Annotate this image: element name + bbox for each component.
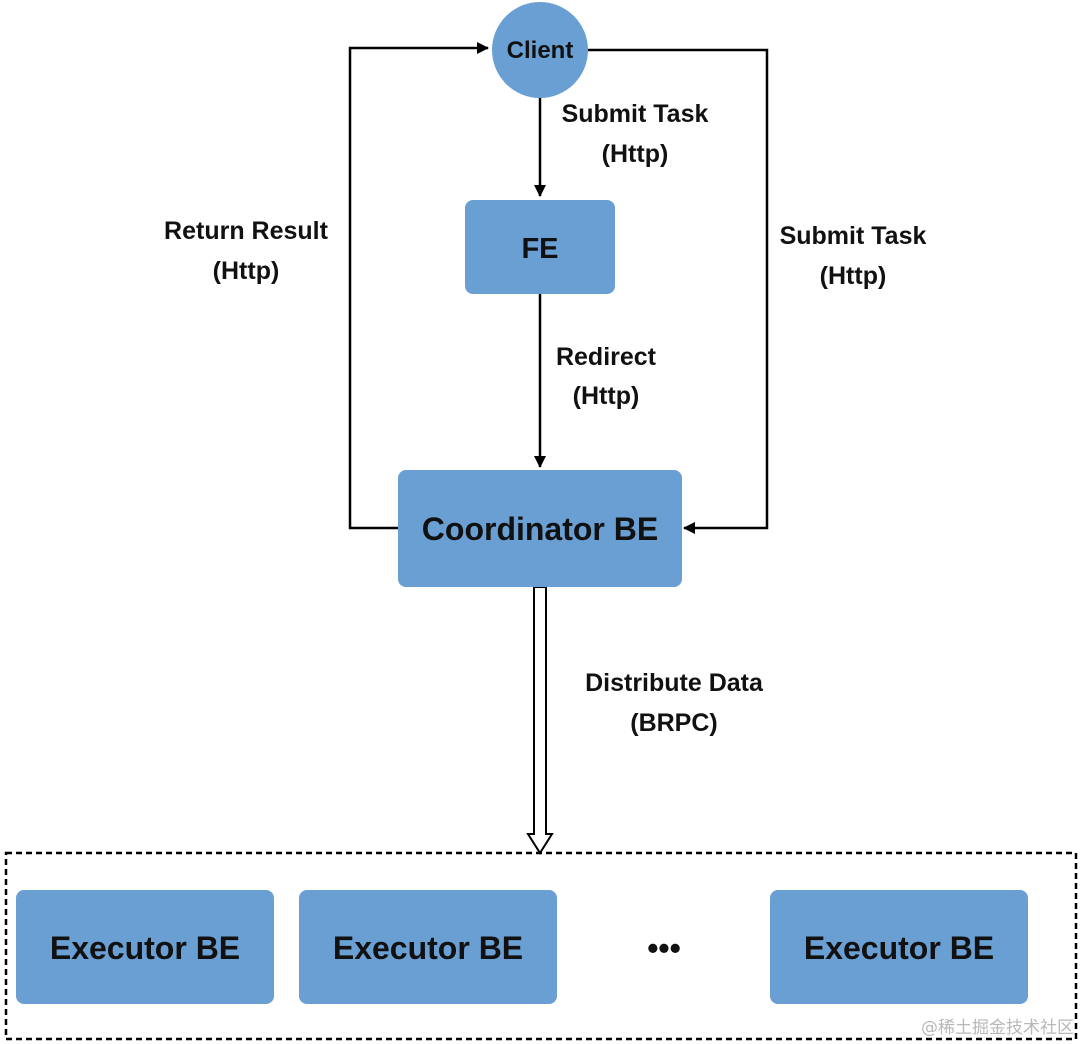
node-executor-1: Executor BE	[16, 890, 274, 1004]
node-fe-label: FE	[521, 233, 558, 265]
executor-group	[4, 851, 1078, 1041]
node-client: Client	[492, 2, 588, 98]
node-coordinator: Coordinator BE	[398, 470, 682, 587]
label-fe-to-coordinator-line1: Redirect	[556, 343, 657, 371]
label-fe-to-coordinator-line2: (Http)	[573, 382, 640, 410]
node-fe: FE	[465, 200, 615, 294]
node-executor-3-label: Executor BE	[804, 930, 994, 966]
node-executor-2-label: Executor BE	[333, 930, 523, 966]
node-client-label: Client	[507, 37, 574, 64]
edge-coordinator-to-client	[348, 42, 489, 530]
node-executor-3: Executor BE	[770, 890, 1028, 1004]
label-coordinator-to-client-line1: Return Result	[164, 217, 329, 245]
executor-ellipsis: •••	[647, 930, 681, 966]
node-executor-2: Executor BE	[299, 890, 557, 1004]
label-client-to-fe-line2: (Http)	[602, 140, 669, 168]
label-client-to-coordinator-line1: Submit Task	[780, 222, 927, 250]
label-coordinator-to-executors-line1: Distribute Data	[585, 669, 764, 697]
edge-coordinator-to-executors	[526, 586, 554, 855]
node-coordinator-label: Coordinator BE	[422, 511, 658, 547]
label-client-to-fe-line1: Submit Task	[562, 100, 709, 128]
label-coordinator-to-client-line2: (Http)	[213, 257, 280, 285]
edge-client-to-coordinator	[588, 48, 769, 534]
node-executor-1-label: Executor BE	[50, 930, 240, 966]
watermark: @稀土掘金技术社区	[921, 1018, 1074, 1038]
label-client-to-coordinator-line2: (Http)	[820, 262, 887, 290]
label-coordinator-to-executors-line2: (BRPC)	[630, 709, 718, 737]
